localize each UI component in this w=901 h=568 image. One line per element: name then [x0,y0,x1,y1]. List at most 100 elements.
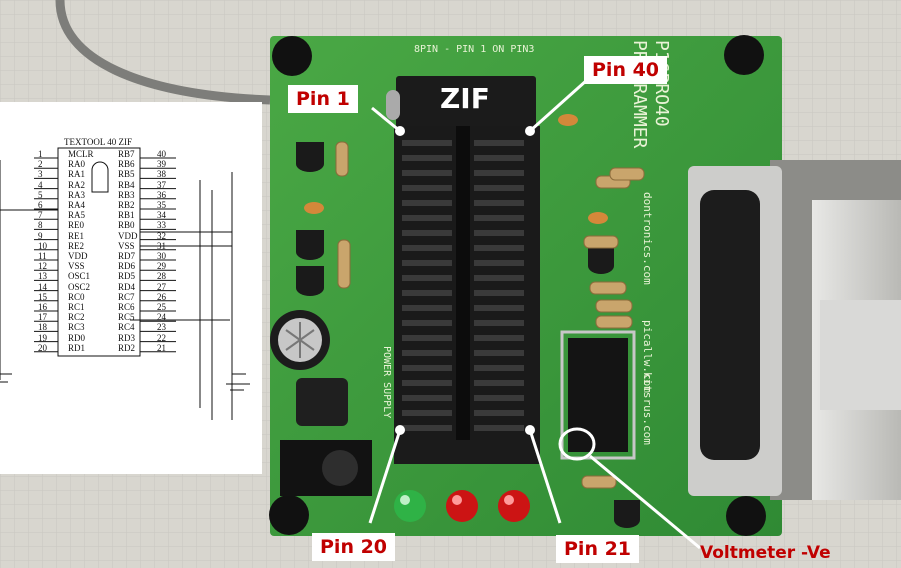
zif-slots [402,140,524,431]
schematic-right-pin-number: 30 [157,251,166,261]
rectifier [296,378,348,426]
schematic-right-pin-name: RD5 [118,271,136,282]
schematic-left-pin-number: 15 [38,291,47,302]
pcb-site-3: kitsrus.com [641,372,654,445]
schematic-left-pin-name: RC1 [68,302,85,312]
schematic-left-pin-number: 12 [38,261,47,272]
schematic-right-pin-name: RC5 [118,312,135,323]
schematic-right-pin-name: RC6 [118,302,135,312]
schematic-right-pin-number: 40 [157,149,166,159]
schematic-right-pin-number: 36 [157,189,166,200]
schematic-left-pin-name: VSS [68,261,85,272]
ic-chip [568,338,628,452]
schematic-left-pin-number: 8 [38,220,43,231]
schematic-right-pin-number: 37 [157,179,166,190]
schematic-left-pin-number: 2 [38,159,43,170]
schematic-left-pin-name: RA1 [68,169,86,180]
pcb-site-1: dontronics.com [641,192,654,285]
voltmeter-label: Voltmeter -Ve [700,543,831,563]
schematic-left-pin-number: 5 [38,189,43,200]
schematic-right-pin-name: RB4 [118,179,135,190]
schematic-right-pin-name: RB7 [118,149,135,159]
schematic-left-pin-name: RC3 [68,322,85,333]
schematic-title: TEXTOOL 40 ZIF [64,137,132,147]
schematic-right-pin-number: 39 [157,159,166,170]
schematic-right-pin-number: 24 [157,312,166,323]
connector-pins [700,190,760,460]
schematic-right-pin-number: 27 [157,281,166,292]
schematic-left-pin-number: 4 [38,179,43,190]
schematic-left-pin-name: RD1 [68,342,86,353]
schematic-left-pin-number: 11 [38,251,47,261]
schematic-left-pin-name: RA5 [68,210,86,221]
schematic-right-pin-number: 21 [157,342,166,353]
schematic-left-pin-number: 10 [38,240,47,251]
schematic-right-pin-name: RC4 [118,322,135,333]
pin-40-callout: Pin 40 [584,56,668,84]
schematic-left-pin-name: RE1 [68,230,85,241]
zif-label: ZIF [440,82,490,115]
schematic-left-pin-number: 9 [38,230,43,241]
schematic-left-pin-number: 3 [38,169,43,180]
schematic-left-pin-name: MCLR [68,149,94,159]
zif-lever [386,90,400,120]
schematic-right-pin-name: RD7 [118,251,136,261]
schematic-left-pin-number: 20 [38,342,47,353]
schematic-left-pin-number: 7 [38,210,43,221]
schematic-right-pin-number: 34 [157,210,166,221]
foot-top-right [724,35,764,75]
schematic-left-pin-name: RA2 [68,179,86,190]
schematic-right-pin-name: RB6 [118,159,135,170]
led-red-2 [498,490,530,522]
schematic-left-pin-name: VDD [68,251,88,261]
schematic-right-pin-name: RD6 [118,261,136,272]
schematic-left-pin-name: RA0 [68,159,86,170]
schematic-left-pin-name: RE2 [68,240,85,251]
schematic-left-pin-number: 18 [38,322,47,333]
schematic-right-pin-name: RC7 [118,291,135,302]
schematic-left-pin-number: 1 [38,149,43,159]
pin-21-callout: Pin 21 [556,535,640,563]
schematic-chip-outline [57,147,141,357]
schematic-left-pin-number: 16 [38,302,47,312]
schematic-right-pin-name: VDD [118,230,138,241]
schematic-left-pin-name: RC2 [68,312,85,323]
schematic-right-pin-number: 32 [157,230,166,241]
foot-bottom-left [269,495,309,535]
schematic-left-pin-name: RA4 [68,200,86,210]
schematic-right-pin-name: RB5 [118,169,135,180]
schematic-left-pin-number: 6 [38,200,43,210]
led-green [394,490,426,522]
pcb-top-note: 8PIN - PIN 1 ON PIN3 [414,44,535,55]
schematic-right-pin-number: 29 [157,261,166,272]
foot-top-left [272,36,312,76]
schematic-left-pin-number: 17 [38,312,47,323]
schematic-right-pin-number: 28 [157,271,166,282]
pcb-power-label: POWER SUPPLY [381,346,392,419]
schematic-right-pin-number: 23 [157,322,166,333]
schematic-right-pin-name: RD2 [118,342,136,353]
voltmeter-circle [558,427,596,461]
pin-20-callout: Pin 20 [312,533,396,561]
led-red-1 [446,490,478,522]
schematic-right-pin-number: 26 [157,291,166,302]
schematic-right-pin-number: 22 [157,332,166,343]
schematic-right-pin-name: RB1 [118,210,135,221]
schematic-paper [0,102,262,474]
schematic-left-pin-name: OSC1 [68,271,91,282]
schematic-left-pin-name: RC0 [68,291,85,302]
schematic-right-pin-number: 31 [157,240,166,251]
cable [55,0,271,105]
schematic-left-pin-number: 13 [38,271,47,282]
schematic-left-pin-number: 14 [38,281,47,292]
schematic-right-pin-name: VSS [118,240,135,251]
schematic-left-pin-name: OSC2 [68,281,91,292]
zif-lever-top [396,76,536,134]
schematic-right-pin-number: 33 [157,220,166,231]
schematic-right-pin-number: 38 [157,169,166,180]
pin-1-callout: Pin 1 [288,85,358,113]
schematic-right-pin-name: RB0 [118,220,135,231]
schematic-left-pin-name: RE0 [68,220,85,231]
schematic-right-pin-name: RB2 [118,200,135,210]
